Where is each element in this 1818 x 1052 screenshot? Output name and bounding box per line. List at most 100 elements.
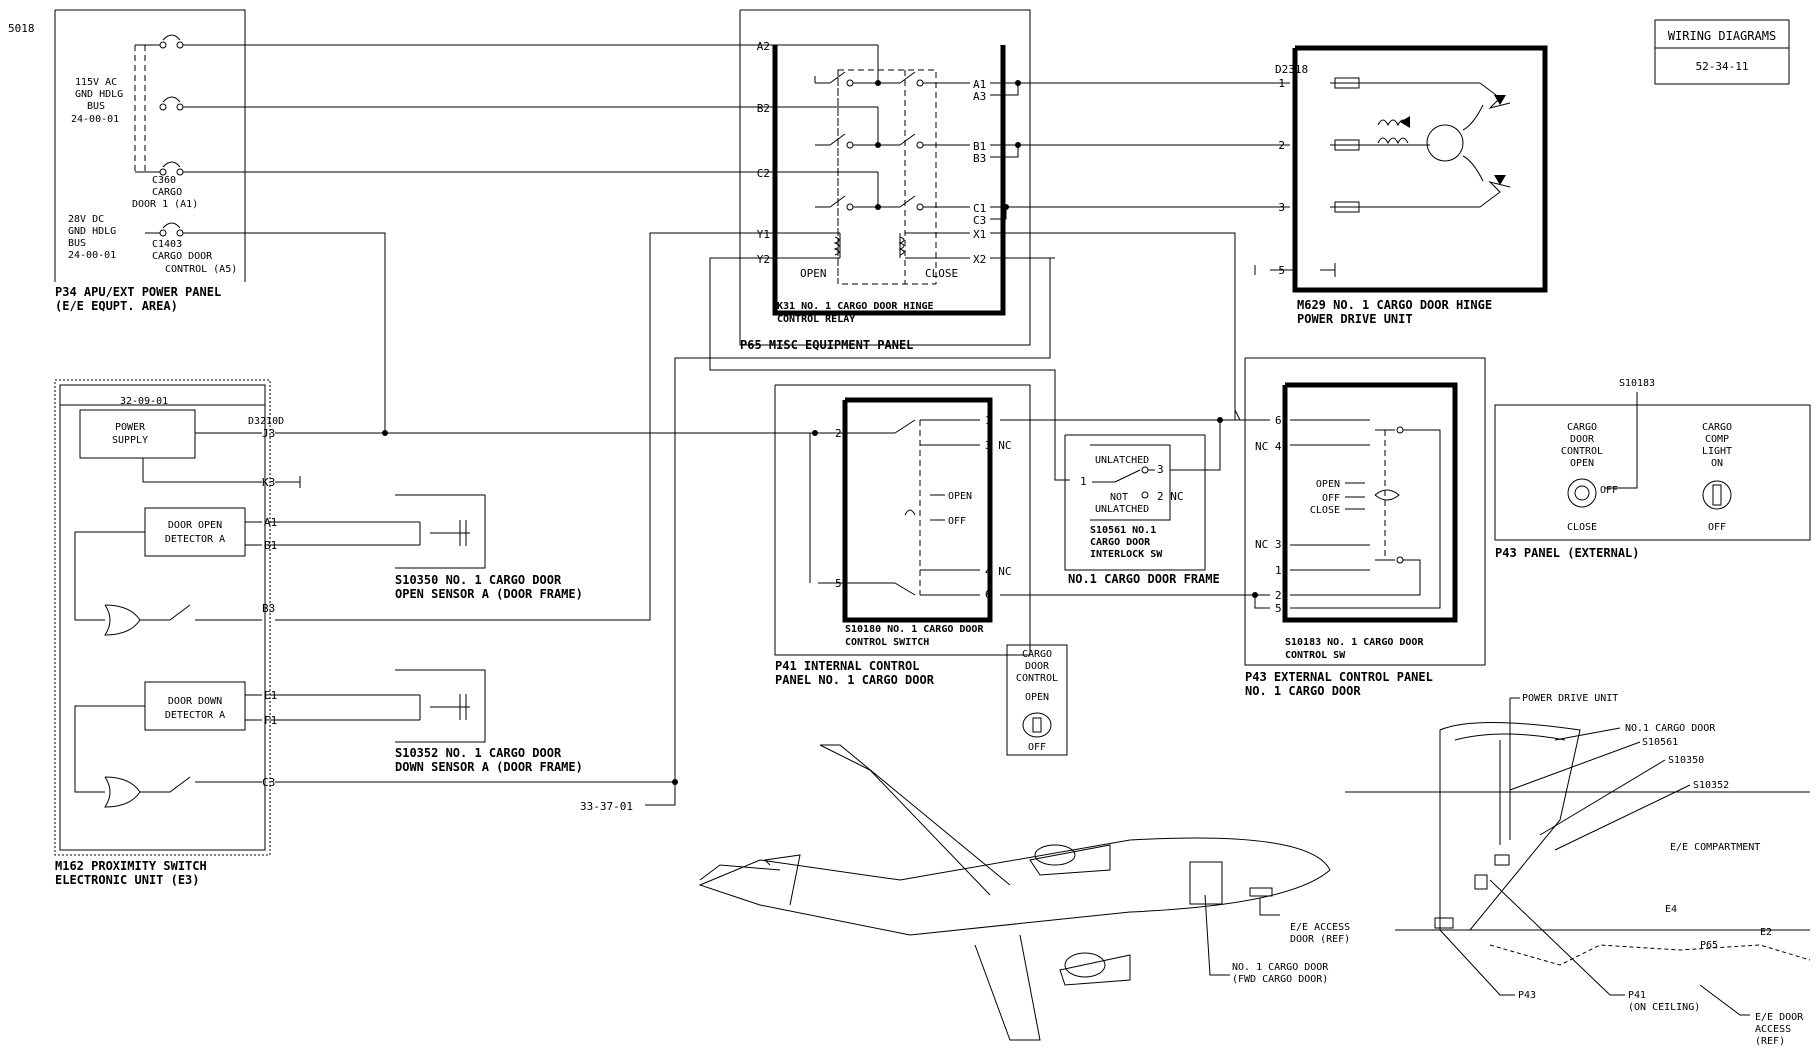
cargo-door-l1: NO. 1 CARGO DOOR xyxy=(1232,962,1329,973)
loc-eedoor-l2: ACCESS xyxy=(1755,1024,1791,1035)
p41-pos-off: OFF xyxy=(948,516,966,527)
p41-pin-6: 6 xyxy=(985,588,992,601)
m629-label-2: POWER DRIVE UNIT xyxy=(1297,312,1413,326)
ref-333701: 33-37-01 xyxy=(580,800,633,813)
p41-pin-3nc: 3 NC xyxy=(985,439,1012,452)
breaker-c1403 xyxy=(145,222,184,237)
p43-pin-5: 5 xyxy=(1275,602,1282,615)
s10561-not-1: NOT xyxy=(1110,492,1128,503)
m162-pin-c3: C3 xyxy=(262,776,275,789)
p34-bus28-l1: 28V DC xyxy=(68,214,104,225)
title-block: WIRING DIAGRAMS 52-34-11 xyxy=(1654,19,1790,85)
m162-unit: 32-09-01 POWER SUPPLY D3210D J3 K3 DOOR … xyxy=(54,379,284,887)
k31-contacts xyxy=(770,44,970,285)
p41-plate-l5: OFF xyxy=(1028,742,1046,753)
p65-pin-x2: X2 xyxy=(973,253,986,266)
p34-bus28-l2: GND HDLG xyxy=(68,226,116,237)
p43ext-close: CLOSE xyxy=(1567,522,1597,533)
s10561-label-1: S10561 NO.1 xyxy=(1090,525,1156,536)
p65-label: P65 MISC EQUIPMENT PANEL xyxy=(740,338,913,352)
p65-pin-a1: A1 xyxy=(973,78,986,91)
m162-label-1: M162 PROXIMITY SWITCH xyxy=(55,859,207,873)
p34-bus115-l1: 115V AC xyxy=(75,77,117,88)
p34-bus115-l3: BUS xyxy=(87,101,105,112)
breaker-a2 xyxy=(135,34,184,49)
page-ref: 5018 xyxy=(8,22,35,35)
p34-label-1: P34 APU/EXT POWER PANEL xyxy=(55,285,221,299)
p43-pin-nc3: NC 3 xyxy=(1255,538,1282,551)
s10180-label-2: CONTROL SWITCH xyxy=(845,637,929,648)
p65-pin-y1: Y1 xyxy=(757,228,770,241)
location-view: POWER DRIVE UNIT NO.1 CARGO DOOR S10561 … xyxy=(1345,693,1811,1047)
p43ext-light-off: OFF xyxy=(1708,522,1726,533)
m162-pin-k3: K3 xyxy=(262,476,275,489)
p34-c360-l3: DOOR 1 (A1) xyxy=(132,199,198,210)
p43-panel: 6 NC 4 NC 3 1 2 5 OPEN OFF CLOSE S10183 … xyxy=(1244,357,1486,698)
p65-pin-b3: B3 xyxy=(973,152,986,165)
s10183-label-2: CONTROL SW xyxy=(1285,650,1346,661)
p65-pin-y2: Y2 xyxy=(757,253,770,266)
p34-c360-l1: C360 xyxy=(152,175,176,186)
p43ext-ctrl-l2: DOOR xyxy=(1570,434,1595,445)
cargo-door-l2: (FWD CARGO DOOR) xyxy=(1232,974,1328,985)
p41-plate-l3: CONTROL xyxy=(1016,673,1058,684)
p34-c1403-l2: CARGO DOOR xyxy=(152,251,213,262)
p65-panel: A2 B2 C2 Y1 Y2 A1 A3 B1 B3 C1 C3 X1 X2 xyxy=(739,9,1031,352)
s10180-switch xyxy=(809,419,980,596)
k31-close: CLOSE xyxy=(925,267,958,280)
power-supply-l2: SUPPLY xyxy=(112,435,148,446)
m162-pin-b3: B3 xyxy=(262,602,275,615)
loc-p65: P65 xyxy=(1700,940,1718,951)
title-block-title: WIRING DIAGRAMS xyxy=(1668,29,1776,43)
ee-access-l1: E/E ACCESS xyxy=(1290,922,1350,933)
m629-label-1: M629 NO. 1 CARGO DOOR HINGE xyxy=(1297,298,1492,312)
m162-label-2: ELECTRONIC UNIT (E3) xyxy=(55,873,200,887)
title-block-number: 52-34-11 xyxy=(1696,60,1749,73)
wires-p41-p43 xyxy=(1000,410,1270,609)
s10183-label-1: S10183 NO. 1 CARGO DOOR xyxy=(1285,637,1424,648)
p43ext-light-l3: LIGHT xyxy=(1702,446,1732,457)
p34-bus115-l4: 24-00-01 xyxy=(71,114,119,125)
p41-label-1: P41 INTERNAL CONTROL xyxy=(775,659,920,673)
p43ext-label: P43 PANEL (EXTERNAL) xyxy=(1495,546,1640,560)
power-supply-l1: POWER xyxy=(115,422,146,433)
p34-bus28-l4: 24-00-01 xyxy=(68,250,116,261)
s10561-pin-3: 3 xyxy=(1157,463,1164,476)
loc-s10352: S10352 xyxy=(1693,780,1729,791)
p34-c1403-l3: CONTROL (A5) xyxy=(165,264,237,275)
p65-pin-c1: C1 xyxy=(973,202,986,215)
frame-label: NO.1 CARGO DOOR FRAME xyxy=(1068,572,1220,586)
p41-pin-4nc: 4 NC xyxy=(985,565,1012,578)
p43ext-off: OFF xyxy=(1600,485,1618,496)
s10561-not-2: UNLATCHED xyxy=(1095,504,1149,515)
s10561-unlatched: UNLATCHED xyxy=(1095,455,1149,466)
p43-pin-2: 2 xyxy=(1275,589,1282,602)
p43-pin-1: 1 xyxy=(1275,564,1282,577)
p34-c360-l2: CARGO xyxy=(152,187,182,198)
loc-e4: E4 xyxy=(1665,904,1677,915)
s10352-sensor: S10352 NO. 1 CARGO DOOR DOWN SENSOR A (D… xyxy=(270,669,583,774)
loc-p41-l2: (ON CEILING) xyxy=(1628,1002,1700,1013)
p43-label-2: NO. 1 CARGO DOOR xyxy=(1245,684,1361,698)
p43-pin-6: 6 xyxy=(1275,414,1282,427)
loc-eedoor-l1: E/E DOOR xyxy=(1755,1012,1804,1023)
m162-ref: 32-09-01 xyxy=(120,396,168,407)
p43-pin-nc4: NC 4 xyxy=(1255,440,1282,453)
s10183-switch xyxy=(1290,419,1441,609)
m629-pdu: D2318 1 2 3 5 M629 NO. 1 CARGO DOOR HING… xyxy=(1254,45,1548,326)
loc-pdu: POWER DRIVE UNIT xyxy=(1522,693,1618,704)
m629-connector: D2318 xyxy=(1275,63,1308,76)
loc-ee-comp: E/E COMPARTMENT xyxy=(1670,842,1760,853)
loc-p41-l1: P41 xyxy=(1628,990,1646,1001)
p41-control-plate: CARGO DOOR CONTROL OPEN OFF xyxy=(1006,644,1068,756)
p41-plate-l4: OPEN xyxy=(1025,692,1049,703)
s10561-label-2: CARGO DOOR xyxy=(1090,537,1151,548)
p43ext-light-l1: CARGO xyxy=(1702,422,1732,433)
p34-panel: 115V AC GND HDLG BUS 24-00-01 C360 CARGO… xyxy=(54,9,246,313)
p43ext-ctrl-l3: CONTROL xyxy=(1561,446,1603,457)
detector-b-l1: DOOR DOWN xyxy=(168,696,222,707)
p65-pin-b2: B2 xyxy=(757,102,770,115)
p43ext-ref: S10183 xyxy=(1619,378,1655,389)
breaker-c2 xyxy=(135,161,184,176)
